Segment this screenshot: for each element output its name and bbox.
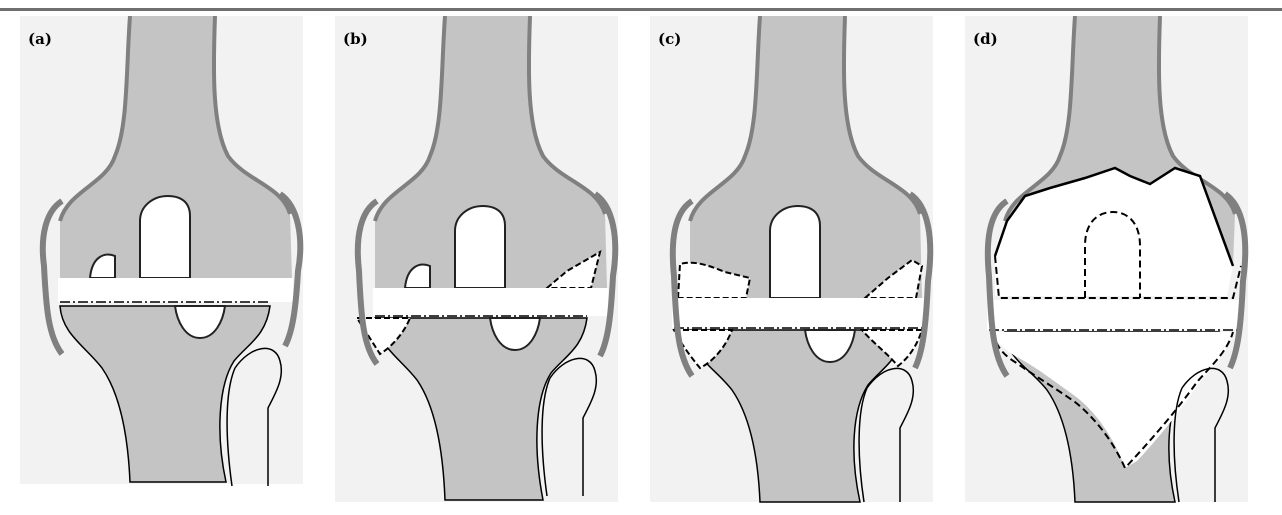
tibia xyxy=(375,318,587,500)
knee-diagram xyxy=(650,16,950,508)
fibula xyxy=(1174,368,1228,502)
panel-b: (b) xyxy=(335,16,635,508)
panel-a: (a) xyxy=(20,16,320,508)
notch-cavity xyxy=(770,206,820,298)
knee-diagram xyxy=(335,16,635,508)
tibia xyxy=(690,330,904,502)
panel-d: (d) xyxy=(965,16,1265,508)
joint-space xyxy=(987,300,1241,330)
notch-cavity xyxy=(455,206,505,288)
panel-label: (d) xyxy=(973,30,998,48)
joint-space xyxy=(58,278,293,302)
joint-space xyxy=(373,288,608,316)
fibula xyxy=(859,368,913,502)
knee-diagram xyxy=(965,16,1265,508)
tibia xyxy=(60,306,270,482)
top-rule xyxy=(0,8,1282,11)
panel-label: (b) xyxy=(343,30,368,48)
panel-label: (a) xyxy=(28,30,52,48)
joint-space xyxy=(672,298,924,328)
lateral-outline xyxy=(43,201,62,354)
notch-cavity xyxy=(140,196,190,278)
knee-diagram xyxy=(20,16,320,508)
panel-c: (c) xyxy=(650,16,950,508)
fibula xyxy=(542,358,596,496)
panel-label: (c) xyxy=(658,30,681,48)
fibula xyxy=(227,348,281,486)
